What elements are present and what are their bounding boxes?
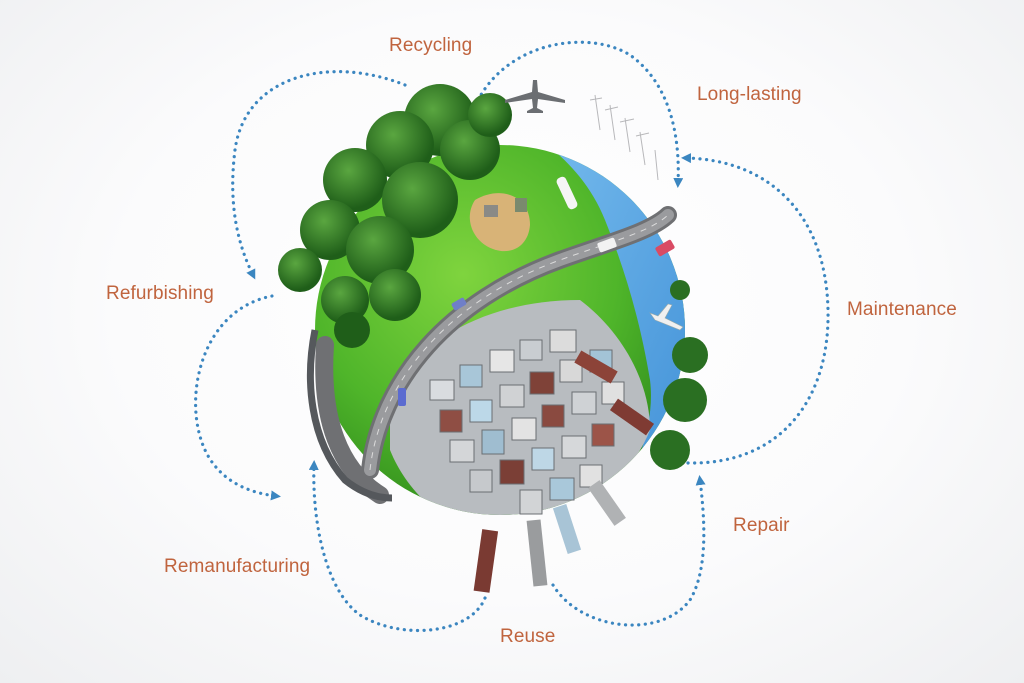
label-recycling: Recycling [389,35,473,56]
globe-illustration [278,80,708,593]
label-long-lasting: Long-lasting [697,84,802,105]
skyscrapers [473,350,655,593]
wind-turbines-icon [589,94,659,181]
label-refurbishing: Refurbishing [106,283,214,304]
city-buildings [429,329,625,515]
airplane-icon [505,80,565,113]
forest [278,84,512,348]
arrow-maintenance-to-long-lasting [681,153,830,465]
label-repair: Repair [733,515,790,536]
arrow-repair-to-maintenance [551,475,706,627]
right-trees [650,280,708,470]
arrow-reuse-to-remanufacturing [308,460,487,633]
arrow-refurbishing-to-remanufacturing [193,294,281,501]
cycle-arrows [193,40,830,633]
airplane-small-icon [649,303,684,331]
rail-bridge [306,329,393,502]
arrow-recycling-to-refurbishing [231,70,407,280]
label-maintenance: Maintenance [847,299,957,320]
label-remanufacturing: Remanufacturing [164,556,311,577]
label-reuse: Reuse [500,626,556,647]
